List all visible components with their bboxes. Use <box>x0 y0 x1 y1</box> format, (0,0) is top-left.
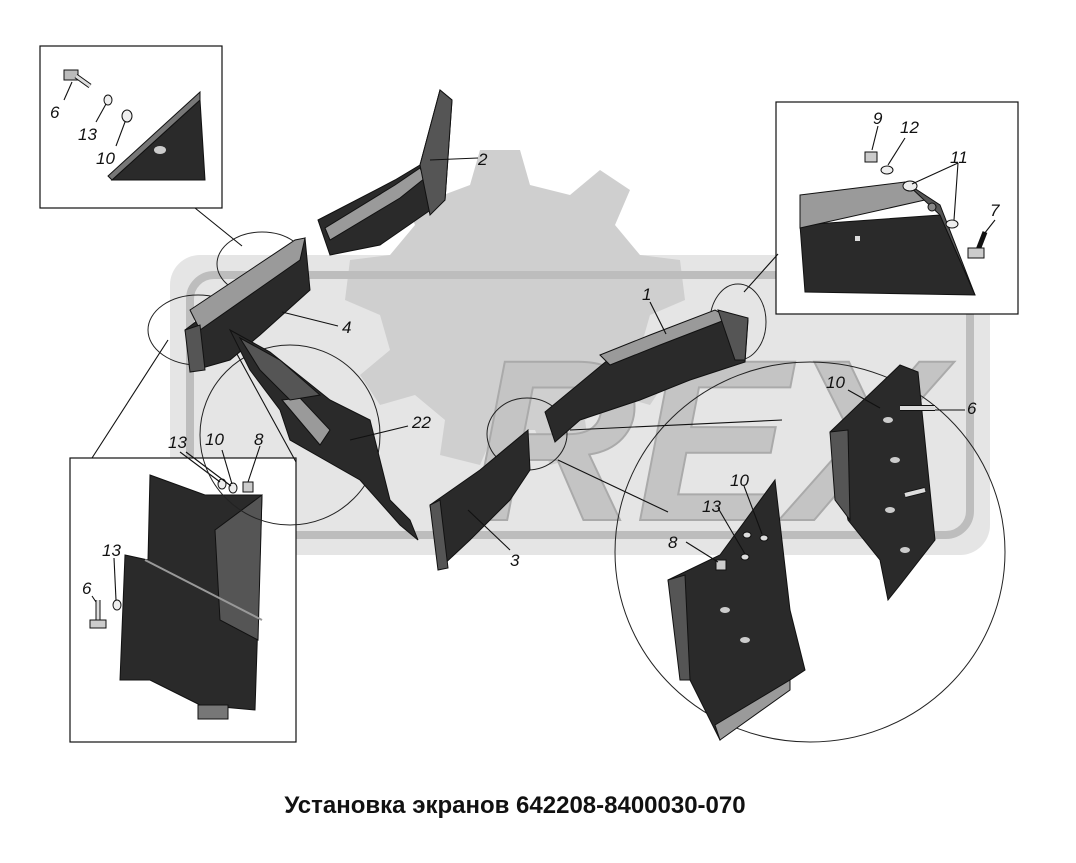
inset-top-left: 6 13 10 <box>39 45 223 209</box>
inset-bottom-left: 13 10 8 13 6 <box>69 430 297 743</box>
washer-icon <box>945 219 959 229</box>
inset-bottom-right: 10 6 10 13 8 <box>667 364 977 742</box>
callout-label: 13 <box>102 541 121 560</box>
callout-label: 10 <box>96 149 115 168</box>
nut-icon <box>242 481 254 493</box>
washer-icon <box>121 109 133 123</box>
washer-icon <box>112 599 122 611</box>
callout-label: 8 <box>668 533 678 552</box>
callout-label: 13 <box>168 433 187 452</box>
callout-label: 9 <box>873 109 883 128</box>
callout-label: 13 <box>702 497 721 516</box>
detail-ellipse <box>614 361 1006 743</box>
part-3-shield <box>429 428 531 571</box>
bolt-icon <box>967 231 988 259</box>
diagram-caption: Установка экранов 642208-8400030-070 <box>284 792 746 819</box>
callout-label: 10 <box>205 430 224 449</box>
callout-label: 12 <box>900 118 919 137</box>
bolt-icon <box>63 69 92 89</box>
callout-label: 10 <box>826 373 845 392</box>
callout-label: 3 <box>510 551 520 570</box>
bolt-icon <box>89 600 107 629</box>
part-2-shield <box>317 89 453 256</box>
bolt-icon <box>900 405 935 498</box>
detail-ellipse <box>199 344 381 526</box>
callout-label: 4 <box>342 318 351 337</box>
callout-label: 7 <box>990 201 1000 220</box>
callout-label: 22 <box>411 413 431 432</box>
callout-label: 10 <box>730 471 749 490</box>
callout-label: 6 <box>82 579 92 598</box>
part-4-shield <box>184 237 311 373</box>
nut-icon <box>864 151 878 163</box>
callout-label: 6 <box>50 103 60 122</box>
part-22-shield <box>228 328 419 541</box>
callout-label: 13 <box>78 125 97 144</box>
washer-icon <box>217 478 227 490</box>
washer-icon <box>880 165 894 175</box>
inset-top-right: 9 12 11 7 <box>775 101 1019 315</box>
callout-label: 2 <box>477 150 488 169</box>
callout-label: 8 <box>254 430 264 449</box>
callout-label: 11 <box>950 148 968 167</box>
main-assembly: 2 4 22 1 3 <box>147 89 1006 743</box>
washer-icon <box>228 482 238 494</box>
nut-icon <box>715 559 727 571</box>
callout-label: 1 <box>642 285 651 304</box>
washer-icon <box>103 94 113 106</box>
callout-label: 6 <box>967 399 977 418</box>
part-1-shield <box>544 309 749 443</box>
